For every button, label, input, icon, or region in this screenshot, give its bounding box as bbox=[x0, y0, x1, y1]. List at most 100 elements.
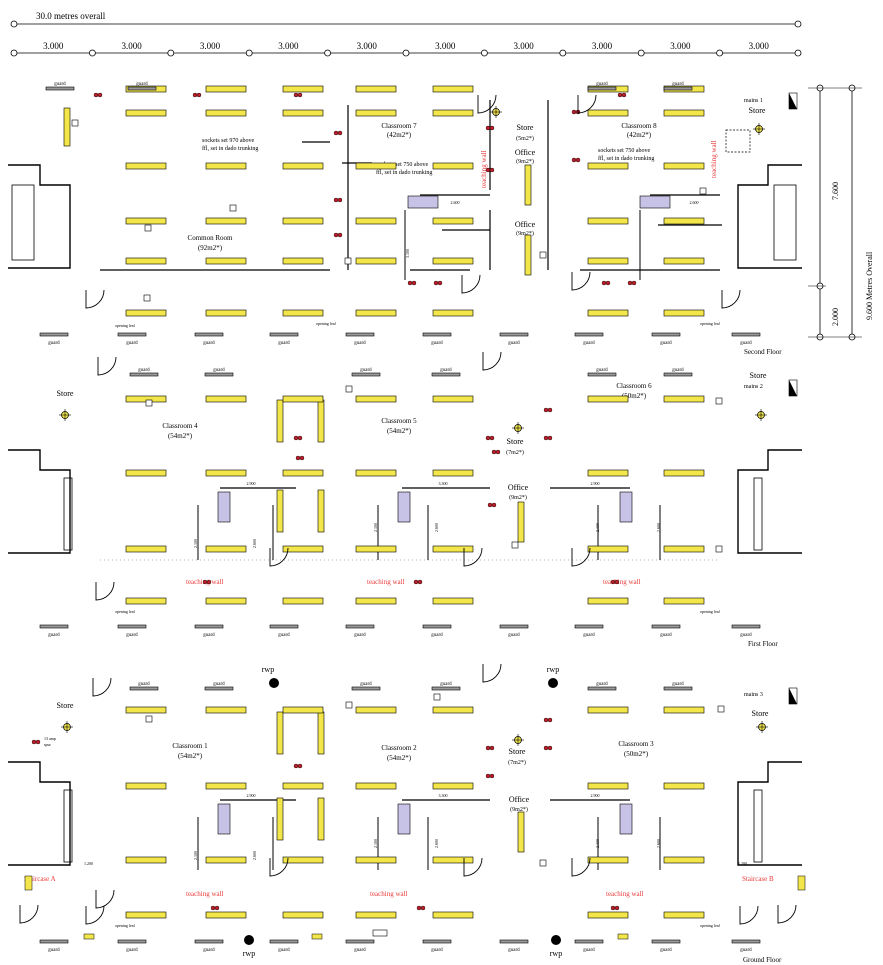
rwp-icon bbox=[548, 678, 558, 688]
radiator-icon bbox=[125, 911, 167, 919]
guard-rail-icon bbox=[587, 686, 617, 691]
dim-label: 2.900 bbox=[591, 481, 600, 486]
room-name: Store bbox=[752, 709, 769, 718]
depth-dimension: 7.600 2.000 9.600 Metres Overall bbox=[808, 84, 874, 341]
guard-rail-icon bbox=[194, 939, 224, 944]
guard-label: guard bbox=[583, 341, 595, 346]
radiator-icon bbox=[125, 856, 167, 864]
dimension-tick bbox=[245, 49, 253, 57]
guard-rail-icon bbox=[39, 332, 69, 337]
radiator-icon bbox=[355, 782, 397, 790]
door-swing-icon bbox=[19, 904, 39, 924]
guard-label: guard bbox=[48, 633, 60, 638]
guard-label: guard bbox=[354, 341, 366, 346]
room-area: (42m2*) bbox=[387, 131, 412, 139]
guard-label: guard bbox=[431, 633, 443, 638]
socket-icon bbox=[433, 280, 439, 286]
dimension-tick bbox=[89, 49, 96, 57]
radiator-icon bbox=[125, 545, 167, 553]
radiator-icon bbox=[205, 217, 247, 225]
socket-icon bbox=[93, 92, 99, 98]
symbol-layer bbox=[19, 92, 797, 925]
opening-leaf-label: opening leaf bbox=[700, 609, 721, 614]
radiator-icon bbox=[205, 856, 247, 864]
room-name: Office bbox=[509, 795, 530, 804]
dimension-tick bbox=[716, 49, 723, 57]
switch-icon bbox=[539, 859, 547, 867]
door-swing-icon bbox=[571, 857, 591, 877]
room-area: (7m2*) bbox=[508, 759, 526, 766]
staircase-a-label: Staircase A bbox=[24, 875, 56, 883]
radiator-icon bbox=[355, 395, 397, 403]
switch-icon bbox=[511, 541, 519, 549]
door-swing-icon bbox=[269, 857, 289, 877]
note: ffl, set in dado trunking bbox=[598, 155, 654, 162]
room-name: Store bbox=[750, 371, 767, 380]
radiator-icon bbox=[282, 469, 324, 477]
switch-icon bbox=[345, 385, 353, 393]
radiator-icon bbox=[125, 217, 167, 225]
switch-icon bbox=[715, 397, 723, 405]
teaching-wall-label: teaching wall bbox=[480, 150, 488, 188]
radiator-icon bbox=[125, 309, 167, 317]
room-name: Store bbox=[749, 106, 766, 115]
socket-icon bbox=[547, 407, 553, 413]
switch-icon bbox=[433, 693, 441, 701]
door-swing-icon bbox=[97, 356, 117, 376]
mains-label: mains 3 bbox=[744, 692, 763, 698]
guard-label: guard bbox=[360, 368, 372, 373]
radiator-icon bbox=[432, 85, 474, 93]
radiator-icon bbox=[432, 597, 474, 605]
radiator-icon bbox=[282, 597, 324, 605]
socket-icon bbox=[547, 717, 553, 723]
door-swing-icon bbox=[777, 904, 797, 924]
teaching-wall-label: teaching wall bbox=[606, 890, 644, 898]
guard-rail-icon bbox=[731, 624, 761, 629]
guard-rail-icon bbox=[45, 86, 75, 91]
room-name: Office bbox=[515, 148, 536, 157]
staircase-icon bbox=[737, 449, 802, 554]
guard-rail-icon bbox=[431, 686, 461, 691]
spur-label: 13 amp bbox=[44, 736, 56, 741]
door-swing-icon bbox=[739, 905, 759, 925]
door-swing-icon bbox=[477, 94, 497, 114]
socket-icon bbox=[214, 905, 220, 911]
door-swing-icon bbox=[482, 351, 502, 371]
socket-icon bbox=[489, 435, 495, 441]
socket-icon bbox=[485, 125, 491, 131]
switch-icon bbox=[539, 251, 547, 259]
door-swing-icon bbox=[571, 547, 591, 567]
socket-icon bbox=[571, 109, 577, 115]
guard-label: guard bbox=[48, 341, 60, 346]
radiator-icon bbox=[663, 309, 705, 317]
guard-label: guard bbox=[431, 341, 443, 346]
socket-icon bbox=[614, 905, 620, 911]
radiator-icon bbox=[355, 217, 397, 225]
switch-icon bbox=[345, 701, 353, 709]
switch-icon bbox=[143, 294, 151, 302]
guard-label: guard bbox=[360, 682, 372, 687]
first-floor-plan: Classroom 4 (54m2*) Classroom 5 (54m2*) … bbox=[8, 371, 802, 648]
guard-rail-icon bbox=[422, 939, 452, 944]
opening-leaf-label: opening leaf bbox=[316, 321, 337, 326]
radiator-icon bbox=[282, 395, 324, 403]
radiator-icon bbox=[587, 469, 629, 477]
room-name: Store bbox=[57, 701, 74, 710]
guard-label: guard bbox=[508, 948, 520, 953]
guard-rail-icon bbox=[269, 624, 299, 629]
socket-icon bbox=[297, 435, 303, 441]
guard-rail-icon bbox=[129, 372, 159, 377]
socket-icon bbox=[97, 92, 103, 98]
radiator-icon bbox=[355, 109, 397, 117]
socket-icon bbox=[411, 280, 417, 286]
guard-label: guard bbox=[431, 948, 443, 953]
dimension-tick bbox=[167, 49, 175, 57]
guard-label: guard bbox=[740, 948, 752, 953]
socket-icon bbox=[337, 130, 343, 136]
dim-label: 2.100 bbox=[193, 851, 198, 860]
guard-rail-icon bbox=[345, 939, 375, 944]
dim-label: 2.600 bbox=[434, 839, 439, 848]
dimension-tick bbox=[637, 49, 645, 57]
